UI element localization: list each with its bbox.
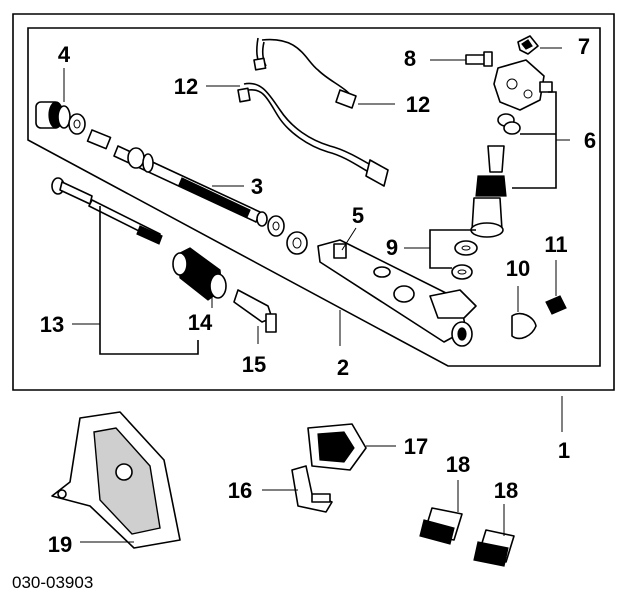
- part-19-heat-shield: [51, 411, 181, 549]
- label-part-2: 2: [337, 355, 349, 380]
- part-18-bushing-left: [419, 480, 463, 545]
- label-part-10: 10: [506, 256, 530, 281]
- part-7-clip: [517, 35, 562, 55]
- part-9-washers: [451, 240, 478, 280]
- part-2-rack-housing: [317, 239, 477, 347]
- label-part-14: 14: [188, 310, 213, 335]
- catalog-code: 030-03903: [12, 573, 93, 592]
- assembly-frame: [12, 13, 615, 391]
- label-part-5: 5: [352, 203, 364, 228]
- rack-end-washers: [267, 215, 308, 255]
- label-part-12-right: 12: [406, 92, 430, 117]
- label-part-17: 17: [404, 434, 428, 459]
- part-13-tie-rod: [51, 177, 163, 245]
- part-17-clamp-bracket: [307, 423, 396, 471]
- part-6-pinion-valve: [470, 59, 553, 238]
- label-part-8: 8: [404, 46, 416, 71]
- assembly-frame-inner: [27, 27, 601, 367]
- label-part-4: 4: [58, 42, 71, 67]
- label-part-3: 3: [251, 174, 263, 199]
- part-12-hydraulic-pipes: [237, 37, 389, 187]
- part-14-boot: [172, 247, 227, 308]
- part-15-tie-rod-end: [233, 289, 277, 344]
- label-part-18-left: 18: [446, 452, 470, 477]
- label-part-12-left: 12: [174, 74, 198, 99]
- part-4-seal-set: [35, 101, 86, 135]
- label-part-16: 16: [228, 478, 252, 503]
- part-16-mount: [262, 465, 333, 513]
- label-part-13: 13: [40, 312, 64, 337]
- part-11-spring: [545, 260, 567, 315]
- part-8-bolt: [430, 51, 493, 67]
- label-part-7: 7: [578, 34, 590, 59]
- part-3-rack-bar: [86, 129, 268, 227]
- label-part-1: 1: [558, 438, 570, 463]
- label-part-15: 15: [242, 352, 266, 377]
- label-part-9: 9: [386, 235, 398, 260]
- label-part-11: 11: [544, 232, 567, 257]
- part-10-cap: [511, 286, 537, 340]
- label-part-18-right: 18: [494, 478, 518, 503]
- label-part-6: 6: [584, 128, 596, 153]
- part-18-bushing-right: [473, 504, 515, 567]
- label-part-19: 19: [48, 532, 72, 557]
